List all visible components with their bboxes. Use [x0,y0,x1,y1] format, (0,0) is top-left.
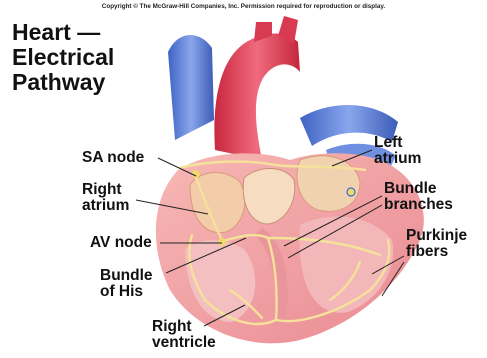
title-line-2: Electrical [12,45,114,70]
sa-node-dot [192,170,200,178]
title-line-1: Heart — [12,20,114,45]
label-right-atrium: Right atrium [82,182,129,215]
label-left-atrium: Left atrium [374,135,421,168]
label-bundle-branches: Bundle branches [384,181,453,214]
page-title: Heart — Electrical Pathway [12,20,114,95]
av-node-dot [218,238,226,246]
superior-vena-cava [168,35,214,140]
title-line-3: Pathway [12,70,114,95]
label-av-node: AV node [90,235,152,251]
label-bundle-of-his: Bundle of His [100,268,153,301]
aorta [214,34,300,161]
label-right-ventricle: Right ventricle [152,319,216,352]
left-atrium-marker [347,188,355,196]
copyright-notice: Copyright © The McGraw-Hill Companies, I… [0,3,487,10]
label-sa-node: SA node [82,150,144,166]
label-purkinje-fibers: Purkinje fibers [406,228,467,261]
